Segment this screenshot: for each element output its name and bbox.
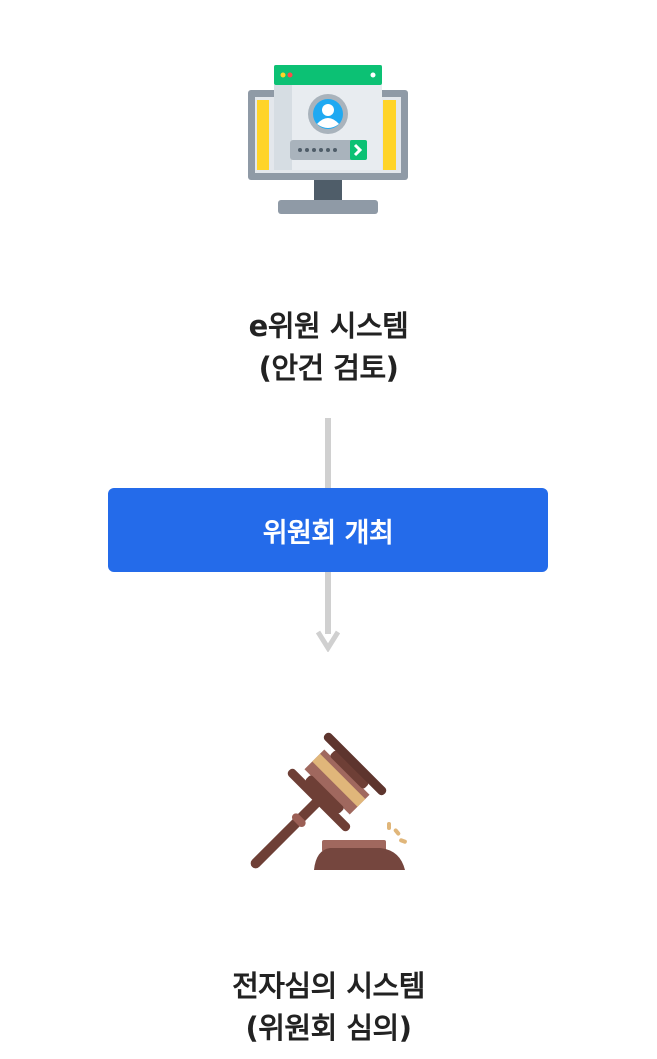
connector-line-top <box>325 418 331 488</box>
connector-line-bottom <box>325 572 331 634</box>
step1-title: e위원 시스템 (안건 검토) <box>0 305 657 389</box>
step2-title: 전자심의 시스템 (위원회 심의) <box>0 965 657 1049</box>
committee-meeting-button: 위원회 개최 <box>108 488 548 572</box>
arrow-down-icon <box>316 630 340 652</box>
step1-title-line2: (안건 검토) <box>258 351 399 385</box>
step2-title-line2: (위원회 심의) <box>245 1011 412 1045</box>
computer-login-icon <box>248 65 408 214</box>
gavel-icon <box>250 732 407 870</box>
step2-title-line1: 전자심의 시스템 <box>232 969 425 1003</box>
step1-title-line1: e위원 시스템 <box>248 309 409 343</box>
